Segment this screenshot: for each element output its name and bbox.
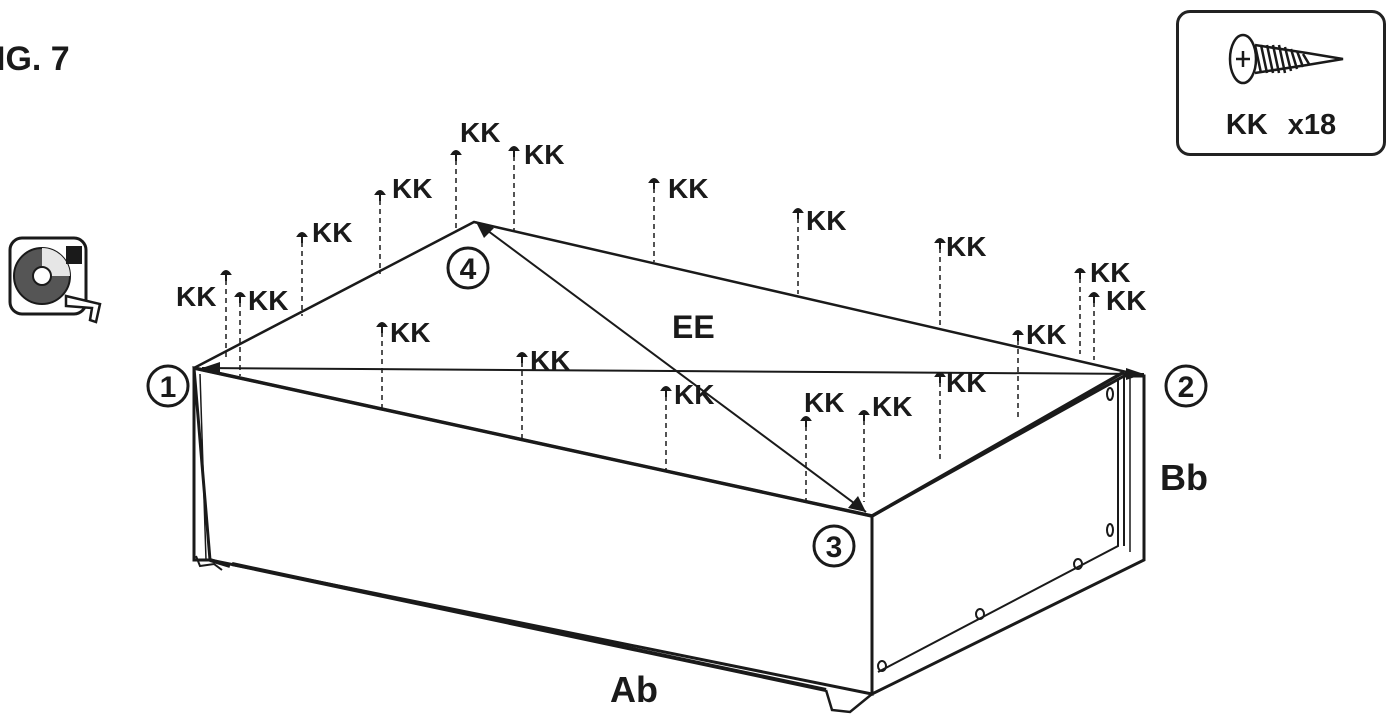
corner-marker-2: 2 [1164, 364, 1208, 408]
diagonal-lines [201, 221, 1145, 513]
corner-number: 2 [1178, 371, 1195, 404]
screw-icon [220, 270, 232, 281]
corner-number: 4 [460, 253, 477, 286]
screw-label: KK [946, 367, 986, 398]
side-panel-label: Bb [1160, 457, 1208, 498]
screw-label: KK [1090, 257, 1130, 288]
corner-marker-1: 1 [146, 364, 190, 408]
screw-icon [296, 232, 308, 243]
front-panel-label: Ab [610, 669, 658, 710]
screw-label: KK [460, 117, 500, 148]
screw-icon [1088, 292, 1100, 303]
screw-label: KK [674, 379, 714, 410]
screw-icon [800, 416, 812, 427]
screw-label: KK [872, 391, 912, 422]
screw-label: KK [804, 387, 844, 418]
corner-marker-3: 3 [812, 524, 856, 568]
tape-measure-icon [8, 236, 102, 324]
screw-icon [792, 208, 804, 219]
screw-icon [934, 372, 946, 383]
screw-label: KK [392, 173, 432, 204]
front-panel [192, 366, 874, 714]
screw-icon [234, 292, 246, 303]
screw-icon [934, 238, 946, 249]
screw-icon [648, 178, 660, 189]
screw-icon [450, 150, 462, 161]
figure-title: IG. 7 [0, 40, 70, 78]
screw-label: KK [946, 231, 986, 262]
screw-icon [516, 352, 528, 363]
screw-icon [1012, 330, 1024, 341]
corner-number: 1 [160, 371, 177, 404]
screw-icon [858, 410, 870, 421]
top-panel-label: EE [672, 309, 715, 345]
screw-label: KK [1106, 285, 1146, 316]
screw-icon [374, 190, 386, 201]
screw-label: KK [390, 317, 430, 348]
screw-label: KK [806, 205, 846, 236]
screw-label: KK [176, 281, 216, 312]
hardware-label: KK x18 [1225, 109, 1337, 141]
hardware-box: KK x18 [1176, 10, 1386, 156]
screw-label: KK [312, 217, 352, 248]
corner-number: 3 [826, 531, 843, 564]
screw-icon [508, 146, 520, 157]
screw-icon [376, 322, 388, 333]
top-panel [193, 220, 1145, 518]
screw-icon [660, 386, 672, 397]
screw-label: KK [1026, 319, 1066, 350]
screw-label: KK [524, 139, 564, 170]
screw-icon [1074, 268, 1086, 279]
corner-marker-4: 4 [446, 246, 490, 290]
screw-label: KK [668, 173, 708, 204]
screw-label: KK [530, 345, 570, 376]
screw-icon [1228, 33, 1344, 85]
screw-label: KK [248, 285, 288, 316]
side-panel [870, 374, 1146, 697]
